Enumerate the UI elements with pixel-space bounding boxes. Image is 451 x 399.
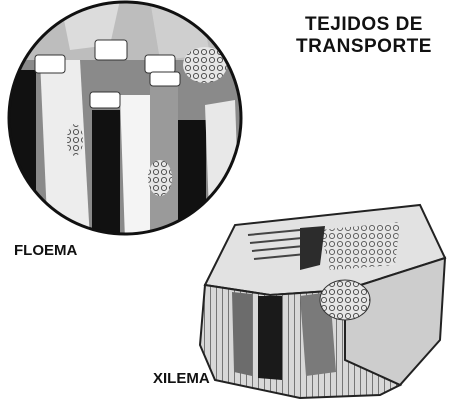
- title-line-2: TRANSPORTE: [296, 36, 432, 57]
- xylem-diagram: [198, 203, 447, 399]
- page-title: TEJIDOS DE TRANSPORTE: [278, 14, 450, 58]
- title-line-1: TEJIDOS DE: [305, 14, 423, 35]
- phloem-diagram: [7, 0, 243, 236]
- phloem-label: FLOEMA: [14, 242, 78, 259]
- xylem-label: XILEMA: [153, 370, 210, 387]
